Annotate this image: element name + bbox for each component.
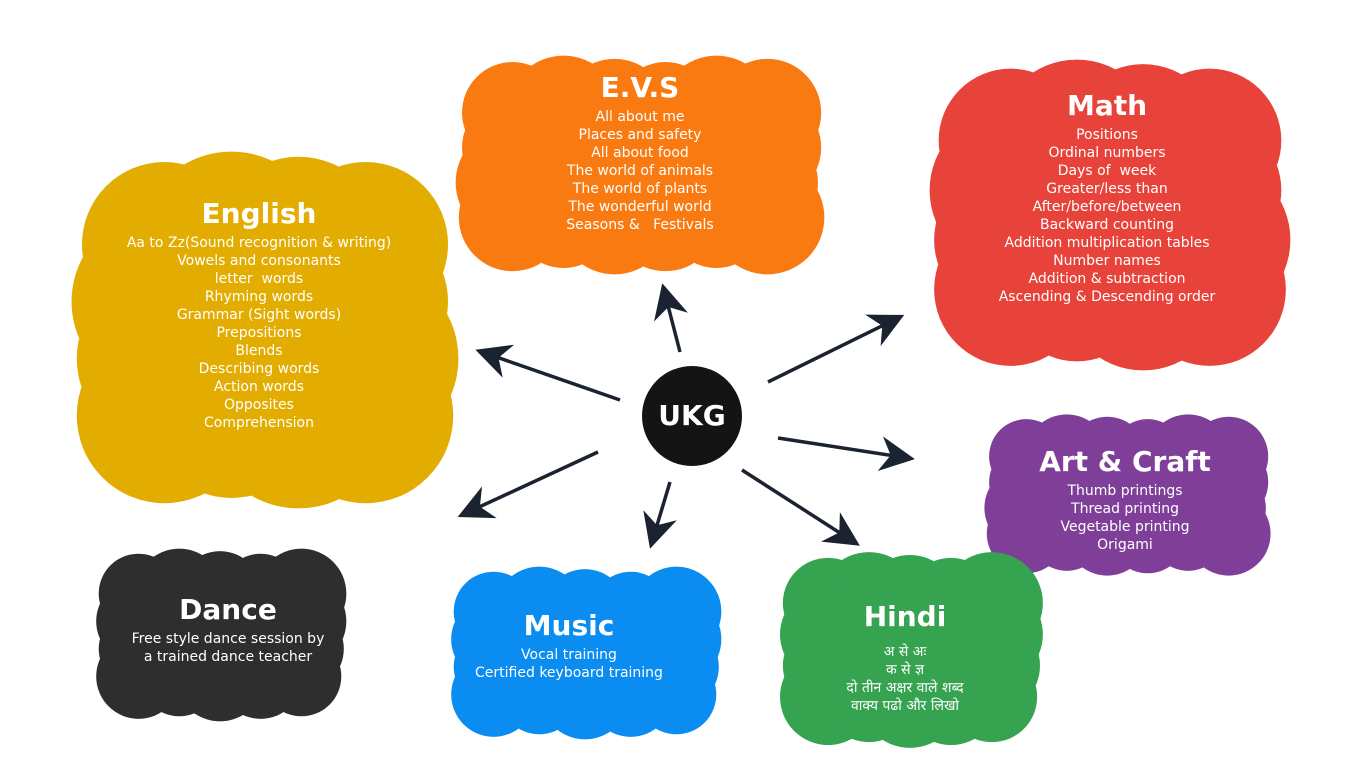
art-cloud bbox=[984, 414, 1271, 576]
english-node: English Aa to Zz(Sound recognition & wri… bbox=[104, 198, 414, 432]
hindi-items: अ से अः क से ज्ञ दो तीन अक्षर वाले शब्द … bbox=[805, 643, 1005, 715]
hindi-node: Hindi अ से अः क से ज्ञ दो तीन अक्षर वाले… bbox=[805, 601, 1005, 715]
english-item: Describing words bbox=[198, 361, 320, 377]
arrow-to-dance bbox=[457, 450, 599, 519]
dance-title: Dance bbox=[179, 593, 277, 626]
english-item: Rhyming words bbox=[204, 289, 314, 305]
evs-item: All about food bbox=[591, 145, 689, 161]
music-title: Music bbox=[523, 609, 615, 642]
english-item: Grammar (Sight words) bbox=[176, 307, 342, 323]
english-item: Action words bbox=[213, 379, 304, 395]
arrow-to-evs bbox=[654, 283, 688, 353]
arrow-to-english bbox=[475, 344, 621, 402]
center-label: UKG bbox=[658, 399, 726, 432]
dance-node: Dance Free style dance session by a trai… bbox=[118, 594, 338, 666]
art-craft-item: Thumb printings bbox=[1067, 483, 1183, 499]
math-items: Positions Ordinal numbers Days of week G… bbox=[967, 126, 1247, 306]
math-item: Ascending & Descending order bbox=[998, 289, 1216, 305]
math-title: Math bbox=[1066, 89, 1148, 122]
hindi-item: अ से अः bbox=[883, 644, 927, 660]
music-node: Music Vocal training Certified keyboard … bbox=[462, 610, 676, 682]
evs-items: All about me Places and safety All about… bbox=[520, 108, 760, 234]
evs-item: The wonderful world bbox=[568, 199, 712, 215]
arrows-layer bbox=[457, 283, 915, 549]
english-title: English bbox=[201, 197, 317, 230]
english-item: letter words bbox=[214, 271, 304, 287]
arrow-to-hindi bbox=[741, 468, 860, 546]
english-item: Aa to Zz(Sound recognition & writing) bbox=[126, 235, 392, 251]
math-item: Number names bbox=[1053, 253, 1161, 269]
music-cloud bbox=[451, 566, 722, 740]
math-item: Addition & subtraction bbox=[1028, 271, 1186, 287]
hindi-cloud bbox=[780, 552, 1043, 748]
dance-items: Free style dance session by a trained da… bbox=[118, 630, 338, 666]
english-cloud bbox=[71, 151, 459, 509]
english-item: Comprehension bbox=[204, 415, 314, 431]
math-item: Ordinal numbers bbox=[1048, 145, 1166, 161]
hindi-item: क से ज्ञ bbox=[885, 662, 925, 678]
hindi-title: Hindi bbox=[863, 600, 947, 633]
arrow-to-music bbox=[643, 481, 677, 549]
evs-node: E.V.S All about me Places and safety All… bbox=[520, 72, 760, 234]
english-item: Prepositions bbox=[216, 325, 302, 341]
art-craft-node: Art & Craft Thumb printings Thread print… bbox=[1020, 446, 1230, 554]
math-item: Addition multiplication tables bbox=[1004, 235, 1210, 251]
math-cloud bbox=[929, 59, 1291, 371]
arrow-to-math bbox=[767, 314, 905, 384]
math-item: Greater/less than bbox=[1046, 181, 1168, 197]
evs-item: Places and safety bbox=[578, 127, 702, 143]
math-item: After/before/between bbox=[1032, 199, 1182, 215]
evs-item: All about me bbox=[595, 109, 685, 125]
art-craft-title: Art & Craft bbox=[1039, 445, 1211, 478]
math-item: Days of week bbox=[1057, 163, 1157, 179]
math-item: Positions bbox=[1076, 127, 1138, 143]
arrow-to-art bbox=[777, 436, 915, 472]
center-node bbox=[642, 366, 742, 466]
art-craft-items: Thumb printings Thread printing Vegetabl… bbox=[1020, 482, 1230, 554]
dance-item: Free style dance session by bbox=[131, 631, 325, 647]
math-item: Backward counting bbox=[1039, 217, 1174, 233]
math-node: Math Positions Ordinal numbers Days of w… bbox=[967, 90, 1247, 306]
english-item: Blends bbox=[235, 343, 283, 359]
evs-item: Seasons & Festivals bbox=[566, 217, 714, 233]
english-items: Aa to Zz(Sound recognition & writing) Vo… bbox=[104, 234, 414, 432]
clouds-layer bbox=[71, 55, 1291, 748]
english-item: Vowels and consonants bbox=[177, 253, 341, 269]
hindi-item: दो तीन अक्षर वाले शब्द bbox=[846, 680, 964, 696]
dance-item: a trained dance teacher bbox=[143, 649, 313, 665]
art-craft-item: Origami bbox=[1097, 537, 1153, 553]
art-craft-item: Thread printing bbox=[1071, 501, 1179, 517]
english-item: Opposites bbox=[224, 397, 294, 413]
music-item: Certified keyboard training bbox=[475, 665, 663, 681]
music-items: Vocal training Certified keyboard traini… bbox=[462, 646, 676, 682]
evs-item: The world of plants bbox=[572, 181, 708, 197]
hindi-item: वाक्य पढो और लिखो bbox=[850, 698, 960, 714]
art-craft-item: Vegetable printing bbox=[1060, 519, 1190, 535]
evs-title: E.V.S bbox=[600, 71, 680, 104]
music-item: Vocal training bbox=[521, 647, 617, 663]
evs-cloud bbox=[455, 55, 825, 275]
dance-cloud bbox=[96, 548, 347, 722]
evs-item: The world of animals bbox=[566, 163, 714, 179]
